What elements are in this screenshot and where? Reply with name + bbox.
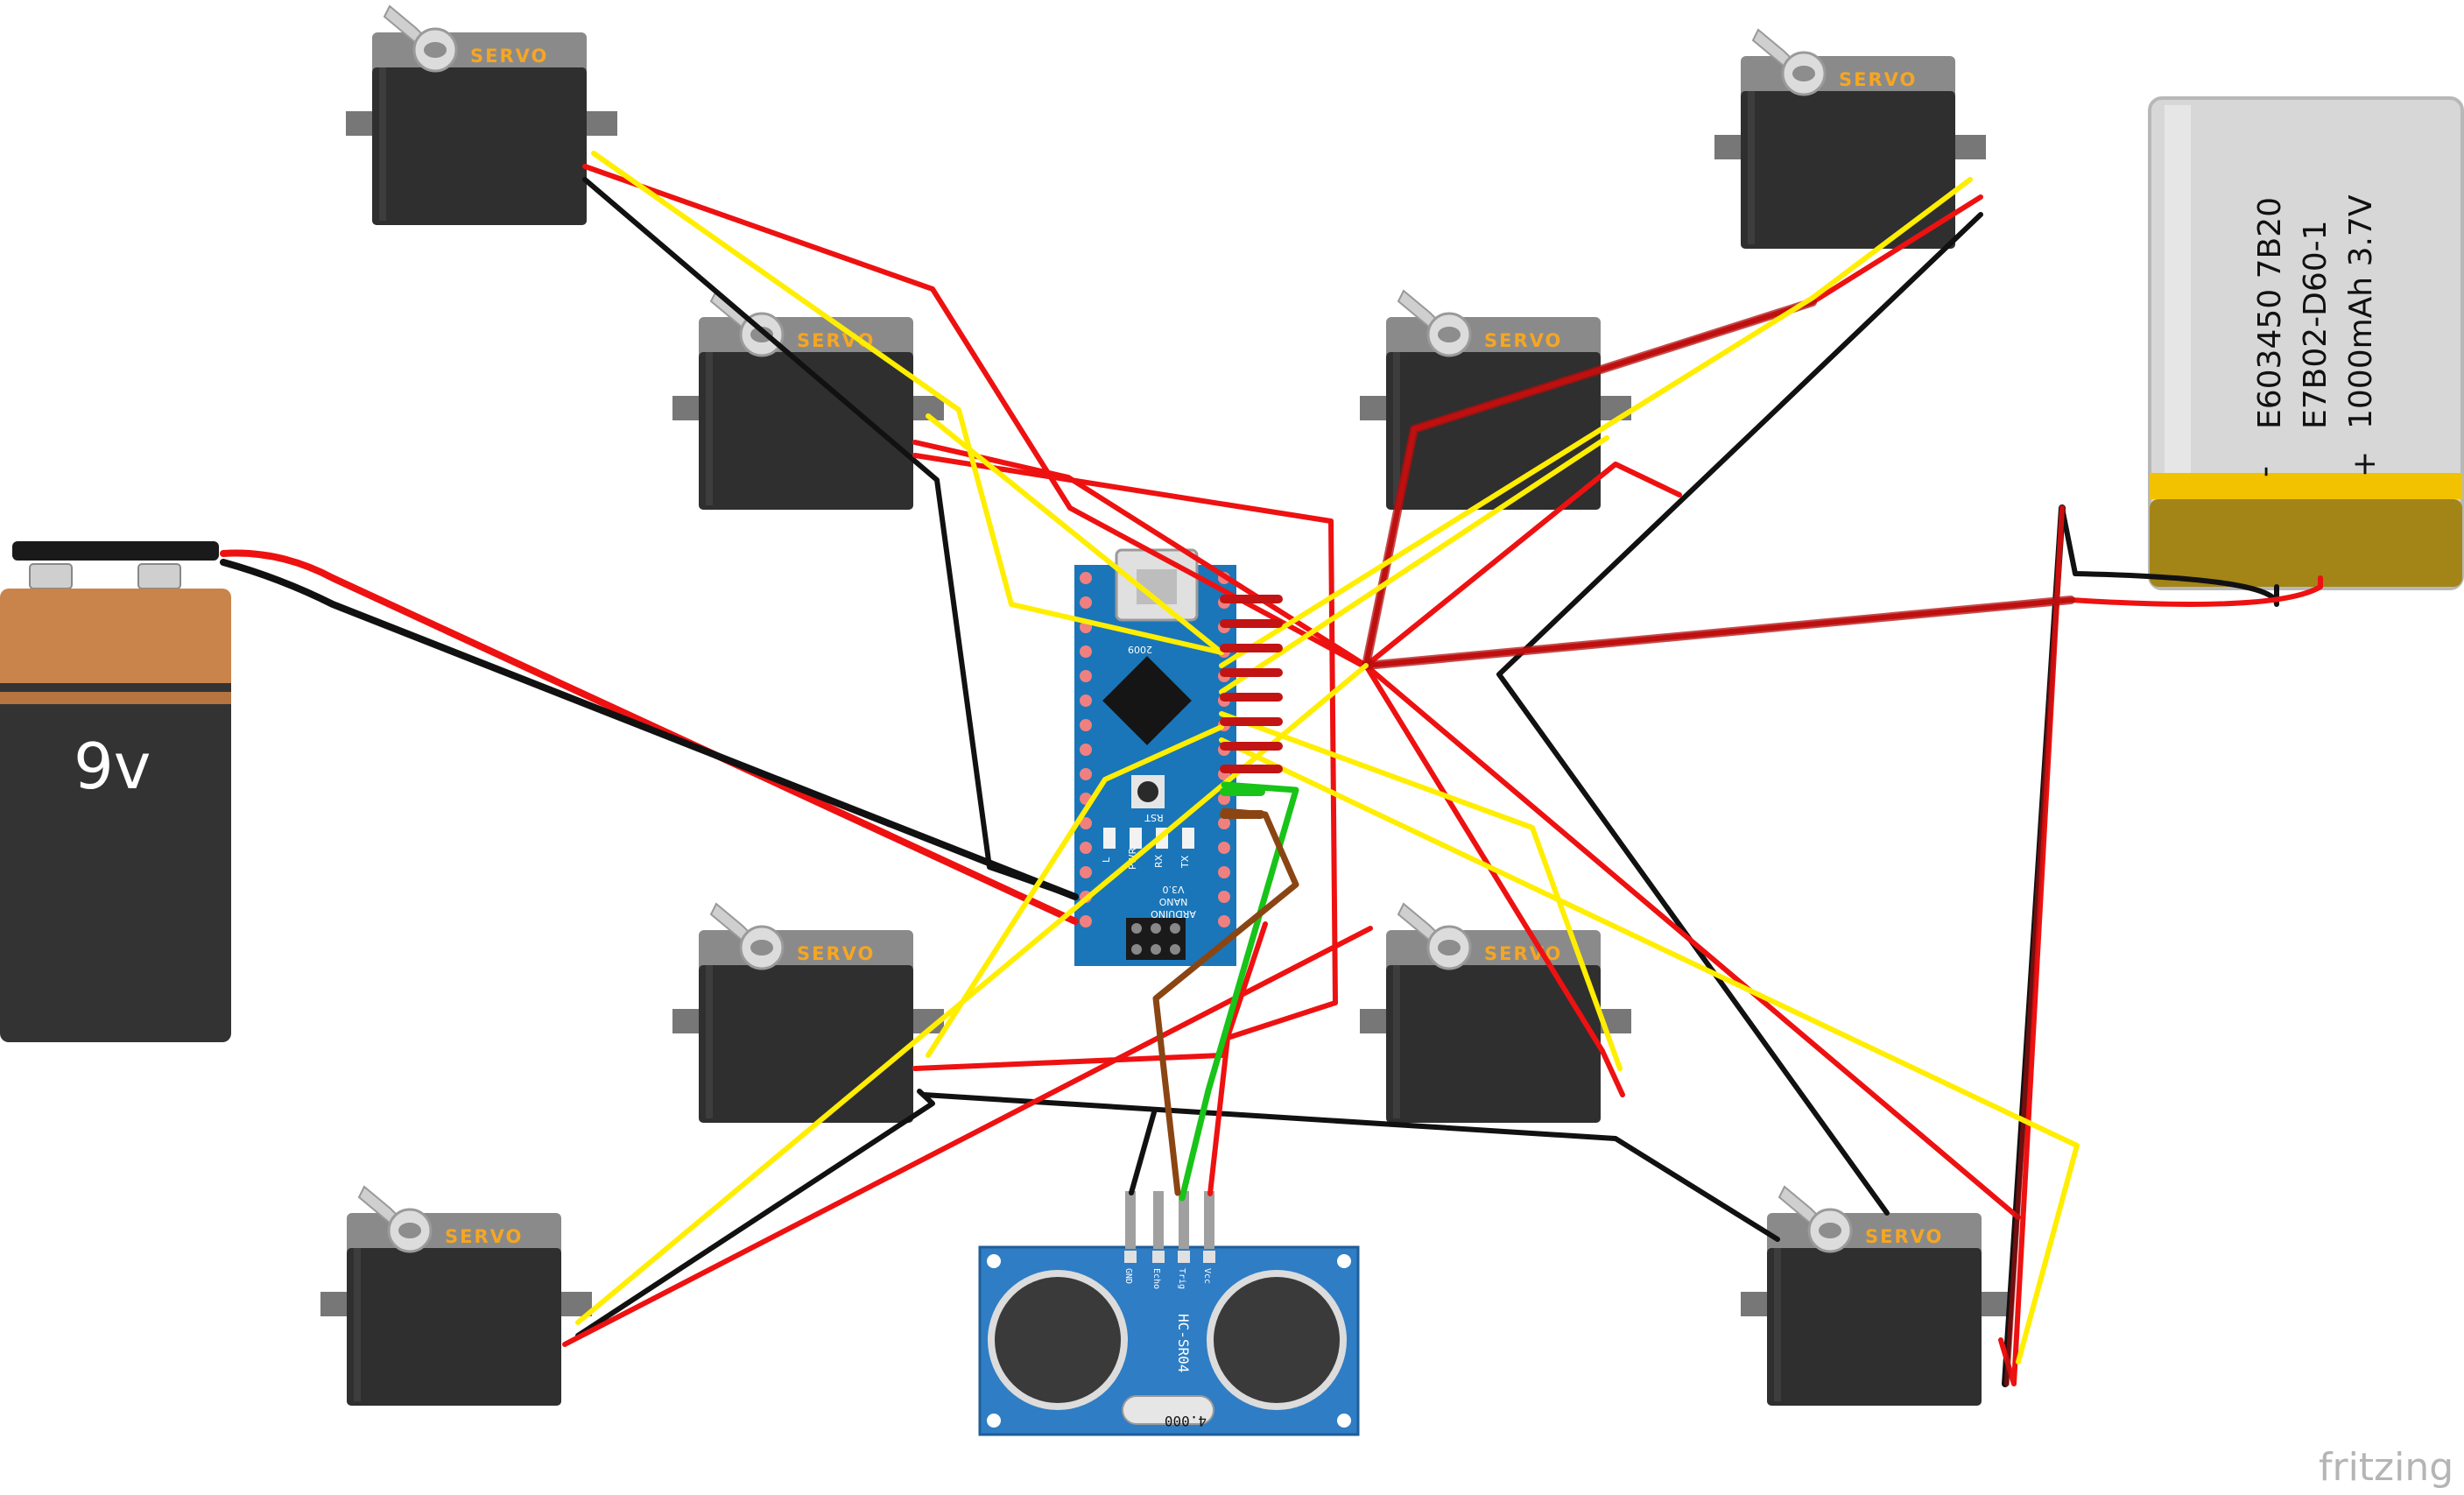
sensor-pin-trig: Trig: [1177, 1268, 1186, 1289]
servo-label: SERVO: [1484, 943, 1562, 964]
servo-label: SERVO: [445, 1226, 523, 1247]
servo-8: SERVO: [1739, 1185, 2014, 1407]
nano-silk-2: NANO: [1158, 896, 1187, 907]
nano-silk-3: V3.0: [1162, 884, 1184, 895]
servo-label: SERVO: [1865, 1226, 1943, 1247]
lipo-battery: E603450 7B20 E7B02-D60-1 1000mAh 3.7V - …: [2148, 96, 2464, 590]
ultrasonic-sensor: GND Echo Trig Vcc HC-SR04 4.000: [978, 1191, 1360, 1436]
nano-silk-1: ARDUINO: [1151, 908, 1196, 920]
servo-2: SERVO: [671, 289, 946, 511]
lipo-label-line3: 1000mAh 3.7V: [2343, 194, 2379, 429]
nano-year-label: 2009: [1128, 644, 1152, 655]
servo-5: SERVO: [671, 902, 946, 1125]
nano-header-stubs: [1220, 595, 1283, 819]
battery-9v-label: 9v: [74, 730, 151, 803]
lipo-plus-label: +: [2347, 451, 2383, 477]
sensor-crystal-label: 4.000: [1165, 1413, 1207, 1429]
nano-led-label: RX: [1153, 854, 1165, 868]
nano-led-label: L: [1101, 857, 1112, 863]
sensor-pin-vcc: Vcc: [1202, 1268, 1212, 1284]
sensor-pin-gnd: GND: [1123, 1268, 1133, 1284]
servo-label: SERVO: [1484, 330, 1562, 351]
servo-7: SERVO: [319, 1185, 594, 1407]
nano-left-pins: [1080, 572, 1092, 927]
servo-3: SERVO: [1358, 289, 1633, 511]
servo-label: SERVO: [1839, 69, 1917, 90]
wires: [220, 151, 2323, 1387]
servo-6: SERVO: [1358, 902, 1633, 1125]
battery-9v: 9v: [0, 541, 231, 1042]
sensor-pin-echo: Echo: [1151, 1268, 1161, 1289]
lipo-minus-label: -: [2247, 466, 2283, 477]
nano-led-label: TX: [1179, 855, 1191, 869]
lipo-label-line1: E603450 7B20: [2252, 197, 2288, 429]
servo-4: SERVO: [1713, 28, 1988, 250]
sensor-model-label: HC-SR04: [1175, 1314, 1192, 1372]
servo-label: SERVO: [797, 943, 875, 964]
servo-label: SERVO: [470, 46, 548, 67]
servo-1: SERVO: [344, 4, 619, 227]
lipo-label-line2: E7B02-D60-1: [2298, 220, 2334, 429]
arduino-nano: ARDUINO NANO V3.0 RST 2009 L PWR RX TX: [1074, 548, 1236, 966]
nano-rst-label: RST: [1144, 812, 1164, 823]
fritzing-watermark: fritzing: [2319, 1445, 2453, 1490]
